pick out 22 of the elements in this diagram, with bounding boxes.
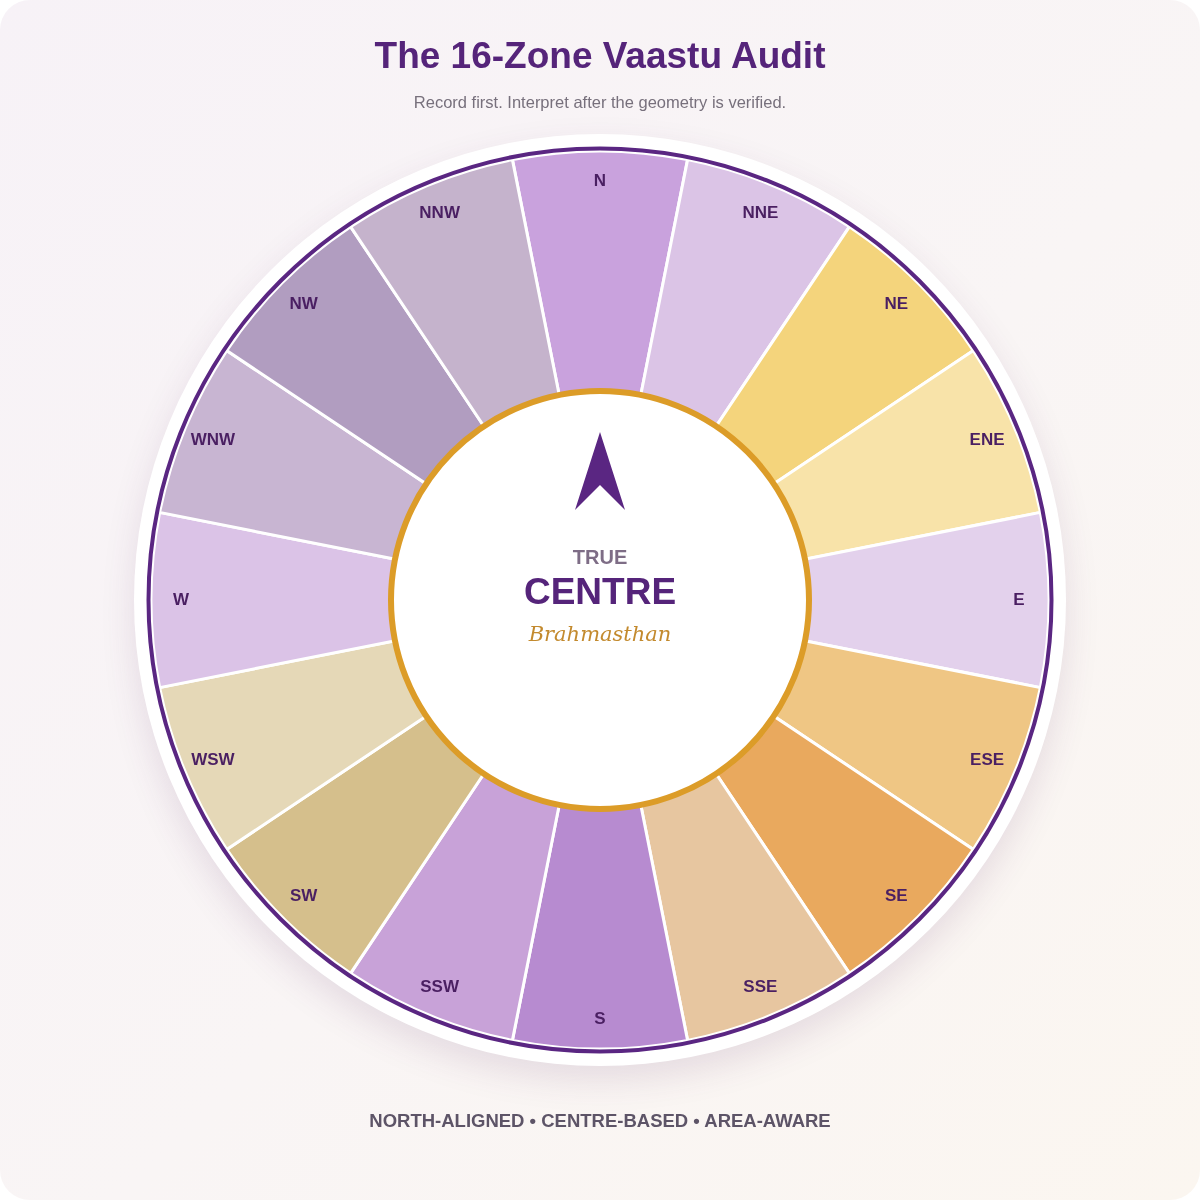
zone-label: S [594,1009,606,1029]
title: The 16-Zone Vaastu Audit [374,35,826,78]
zone-label: W [173,590,189,610]
subtitle: Record first. Interpret after the geometry is verified. [413,93,787,112]
centre-heading: CENTRE [523,571,677,613]
centre-subheading: Brahmasthan [528,623,672,647]
zone-label: NE [884,294,909,314]
zone-label: E [1013,590,1025,610]
centre-kicker: TRUE [572,546,628,568]
zone-label: NNW [419,203,460,223]
zone-label: SE [884,886,908,906]
zone-label: NW [289,294,318,314]
zone-label: NNE [742,203,779,223]
zone-label: ENE [969,430,1005,449]
zone-label: ESE [970,751,1005,770]
zone-label: N [593,171,607,191]
zone-label: SSE [743,977,778,997]
zone-label: SSW [420,977,459,997]
zone-label: WNW [190,430,236,449]
zone-label: WSW [191,751,235,770]
caption: NORTH-ALIGNED • CENTRE-BASED • AREA-AWARE [369,1110,831,1132]
zone-label: SW [290,886,318,906]
